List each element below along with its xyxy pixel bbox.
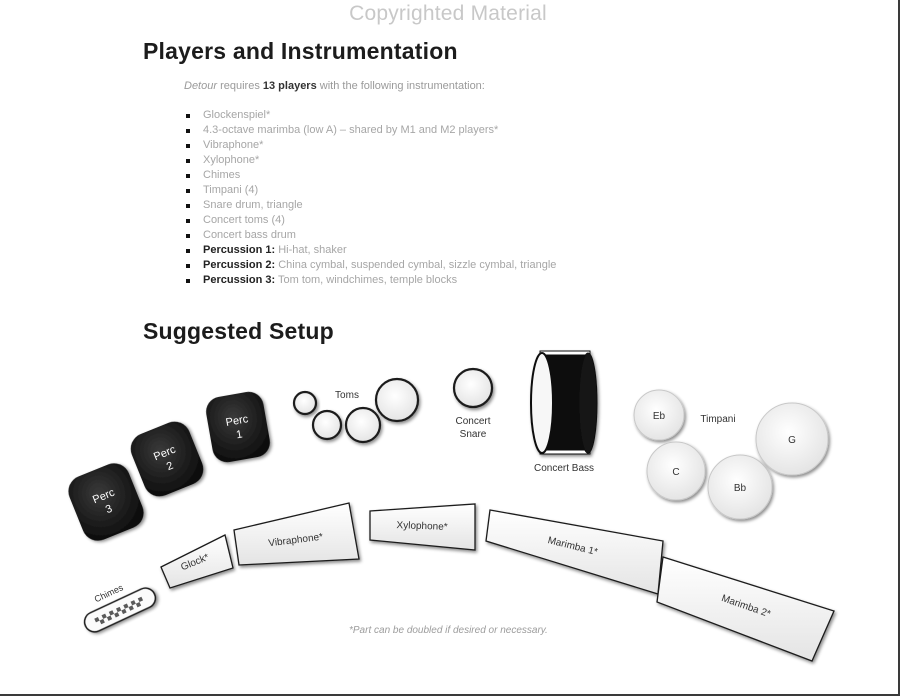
timpani-note: Eb	[653, 411, 666, 422]
perc3-number: 3	[104, 503, 114, 516]
instrument-item: Percussion 1: Hi-hat, shaker	[186, 243, 556, 258]
instrument-item: Percussion 3: Tom tom, windchimes, templ…	[186, 273, 556, 288]
xylophone	[369, 503, 476, 551]
snare-label-2: Snare	[460, 429, 487, 440]
instrument-item: Concert toms (4)	[186, 213, 556, 228]
timpani: Eb C Bb G Timpani	[633, 389, 829, 520]
instrument-item: Percussion 2: China cymbal, suspended cy…	[186, 258, 556, 273]
intro-pre: requires	[217, 80, 263, 92]
concert-snare: Concert Snare	[452, 367, 494, 440]
work-title: Detour	[184, 80, 218, 92]
instrument-item: Vibraphone*	[186, 138, 556, 153]
chimes-tubes	[94, 596, 144, 625]
player-count: 13 players	[262, 80, 317, 92]
intro-post: with the following instrumentation:	[316, 80, 485, 92]
timpani-note: Bb	[734, 483, 747, 494]
perc1-number: 1	[235, 428, 243, 441]
perc3-station: Perc 3	[68, 463, 144, 541]
perc1-label: Perc	[225, 413, 250, 429]
tom-drum	[292, 390, 318, 416]
players-heading: Players and Instrumentation	[143, 38, 458, 64]
instrument-item: Snare drum, triangle	[186, 198, 556, 213]
instrument-item: Concert bass drum	[186, 228, 556, 243]
instrument-item: 4.3-octave marimba (low A) – shared by M…	[186, 123, 556, 138]
tom-drum	[311, 409, 343, 441]
instrument-item: Xylophone*	[186, 153, 556, 168]
concert-bass-drum	[530, 350, 598, 455]
bass-drum-label: Concert Bass	[534, 463, 594, 474]
timpani-drum	[646, 441, 706, 501]
instrument-list: Glockenspiel* 4.3-octave marimba (low A)…	[186, 108, 556, 288]
instrument-item: Glockenspiel*	[186, 108, 556, 123]
timpani-drum	[755, 402, 829, 476]
footnote: *Part can be doubled if desired or neces…	[349, 625, 548, 636]
perc2-station: Perc 2	[130, 421, 204, 497]
snare-drum	[452, 367, 494, 409]
snare-label-1: Concert	[455, 416, 490, 427]
glockenspiel	[160, 534, 234, 589]
tom-drum	[344, 406, 382, 444]
instrumentation-intro: Detour requires 13 players with the foll…	[184, 80, 485, 92]
perc2-number: 2	[165, 460, 175, 473]
copyright-watermark: Copyrighted Material	[349, 2, 547, 25]
instrument-item: Chimes	[186, 168, 556, 183]
timpani-drum	[707, 454, 773, 520]
marimba-2	[656, 556, 835, 662]
concert-toms: Toms	[292, 377, 420, 444]
xylophone-label: Xylophone*	[396, 520, 448, 533]
instrument-item: Timpani (4)	[186, 183, 556, 198]
tom-drum	[374, 377, 420, 423]
perc1-station: Perc 1	[206, 391, 270, 463]
timpani-note: G	[788, 435, 796, 446]
timpani-note: C	[672, 467, 679, 478]
toms-label: Toms	[335, 390, 359, 401]
timpani-drum	[633, 389, 685, 441]
setup-heading: Suggested Setup	[143, 318, 334, 344]
chimes	[83, 587, 157, 633]
timpani-label: Timpani	[700, 414, 735, 425]
vibraphone	[233, 502, 360, 566]
